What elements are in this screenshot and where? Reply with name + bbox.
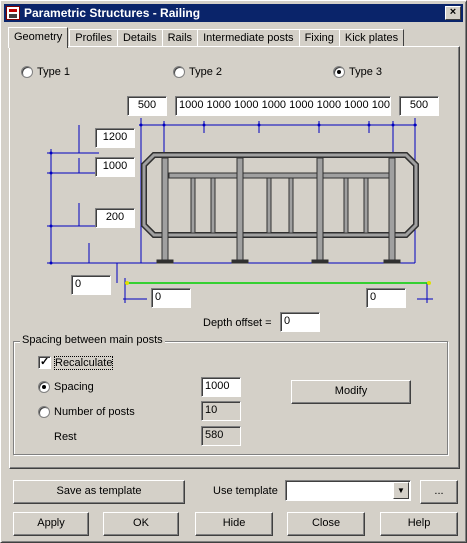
app-icon (6, 6, 20, 20)
type2-radio[interactable] (173, 66, 185, 78)
tab-intermediate-posts[interactable]: Intermediate posts (197, 29, 300, 47)
use-template-select[interactable]: ▼ (285, 480, 411, 501)
close-window-button[interactable]: × (445, 6, 461, 20)
tab-geometry[interactable]: Geometry (8, 27, 69, 48)
spacing-option[interactable]: Spacing (38, 381, 94, 393)
height-top-input[interactable]: 1200 (95, 128, 135, 148)
rest-label: Rest (54, 431, 77, 443)
recalculate-option[interactable]: Recalculate (38, 355, 114, 370)
recalculate-label: Recalculate (53, 355, 114, 370)
chevron-down-icon[interactable]: ▼ (393, 482, 409, 499)
modify-button[interactable]: Modify (291, 380, 411, 404)
apply-button[interactable]: Apply (13, 512, 89, 536)
tab-rails[interactable]: Rails (161, 29, 199, 47)
height-low-input[interactable]: 200 (95, 208, 135, 228)
bottom-offset-input[interactable]: 0 (71, 275, 111, 295)
browse-button[interactable]: ... (420, 480, 458, 504)
help-button[interactable]: Help (380, 512, 458, 536)
posts-option[interactable]: Number of posts (38, 406, 135, 418)
type2-label: Type 2 (189, 66, 223, 78)
use-template-label: Use template (213, 485, 278, 497)
save-template-button[interactable]: Save as template (13, 480, 185, 504)
type1-radio[interactable] (21, 66, 33, 78)
type1-label: Type 1 (37, 66, 71, 78)
title-bar[interactable]: Parametric Structures - Railing × (4, 4, 463, 22)
geometry-panel (9, 46, 460, 469)
end-offset-input[interactable]: 500 (399, 96, 439, 116)
type3-radio[interactable] (333, 66, 345, 78)
depth-offset-input[interactable]: 0 (280, 312, 320, 332)
left-offset-input[interactable]: 0 (151, 288, 191, 308)
depth-offset-label: Depth offset = (203, 317, 272, 329)
spacing-group: Spacing between main posts (13, 334, 448, 455)
spacing-input[interactable]: 1000 (201, 377, 241, 397)
hide-button[interactable]: Hide (195, 512, 273, 536)
recalculate-checkbox[interactable] (38, 355, 51, 369)
use-template-value (286, 484, 292, 490)
height-mid-input[interactable]: 1000 (95, 157, 135, 177)
railing-frame (141, 152, 419, 264)
tab-details[interactable]: Details (116, 29, 163, 47)
posts-input[interactable]: 10 (201, 401, 241, 421)
right-offset-input[interactable]: 0 (366, 288, 406, 308)
close-button[interactable]: Close (287, 512, 365, 536)
tab-kick-plates[interactable]: Kick plates (338, 29, 405, 47)
posts-radio[interactable] (38, 406, 50, 418)
spacing-group-legend: Spacing between main posts (20, 334, 165, 346)
spacing-radio[interactable] (38, 381, 50, 393)
window-title: Parametric Structures - Railing (24, 6, 201, 20)
type3-option[interactable]: Type 3 (333, 66, 382, 78)
start-offset-input[interactable]: 500 (127, 96, 167, 116)
posts-label: Number of posts (54, 406, 135, 418)
dimension-dots (49, 123, 417, 265)
type3-label: Type 3 (349, 66, 383, 78)
tab-profiles[interactable]: Profiles (69, 29, 118, 47)
type2-option[interactable]: Type 2 (173, 66, 222, 78)
spacing-label: Spacing (54, 381, 94, 393)
type1-option[interactable]: Type 1 (21, 66, 70, 78)
ok-button[interactable]: OK (103, 512, 179, 536)
tab-fixing[interactable]: Fixing (298, 29, 340, 47)
railing-drawing (47, 118, 433, 303)
spacings-input[interactable]: 1000 1000 1000 1000 1000 1000 1000 1000 (175, 96, 391, 116)
rest-value: 580 (201, 426, 241, 446)
tab-strip: Geometry Profiles Details Rails Intermed… (8, 27, 405, 48)
